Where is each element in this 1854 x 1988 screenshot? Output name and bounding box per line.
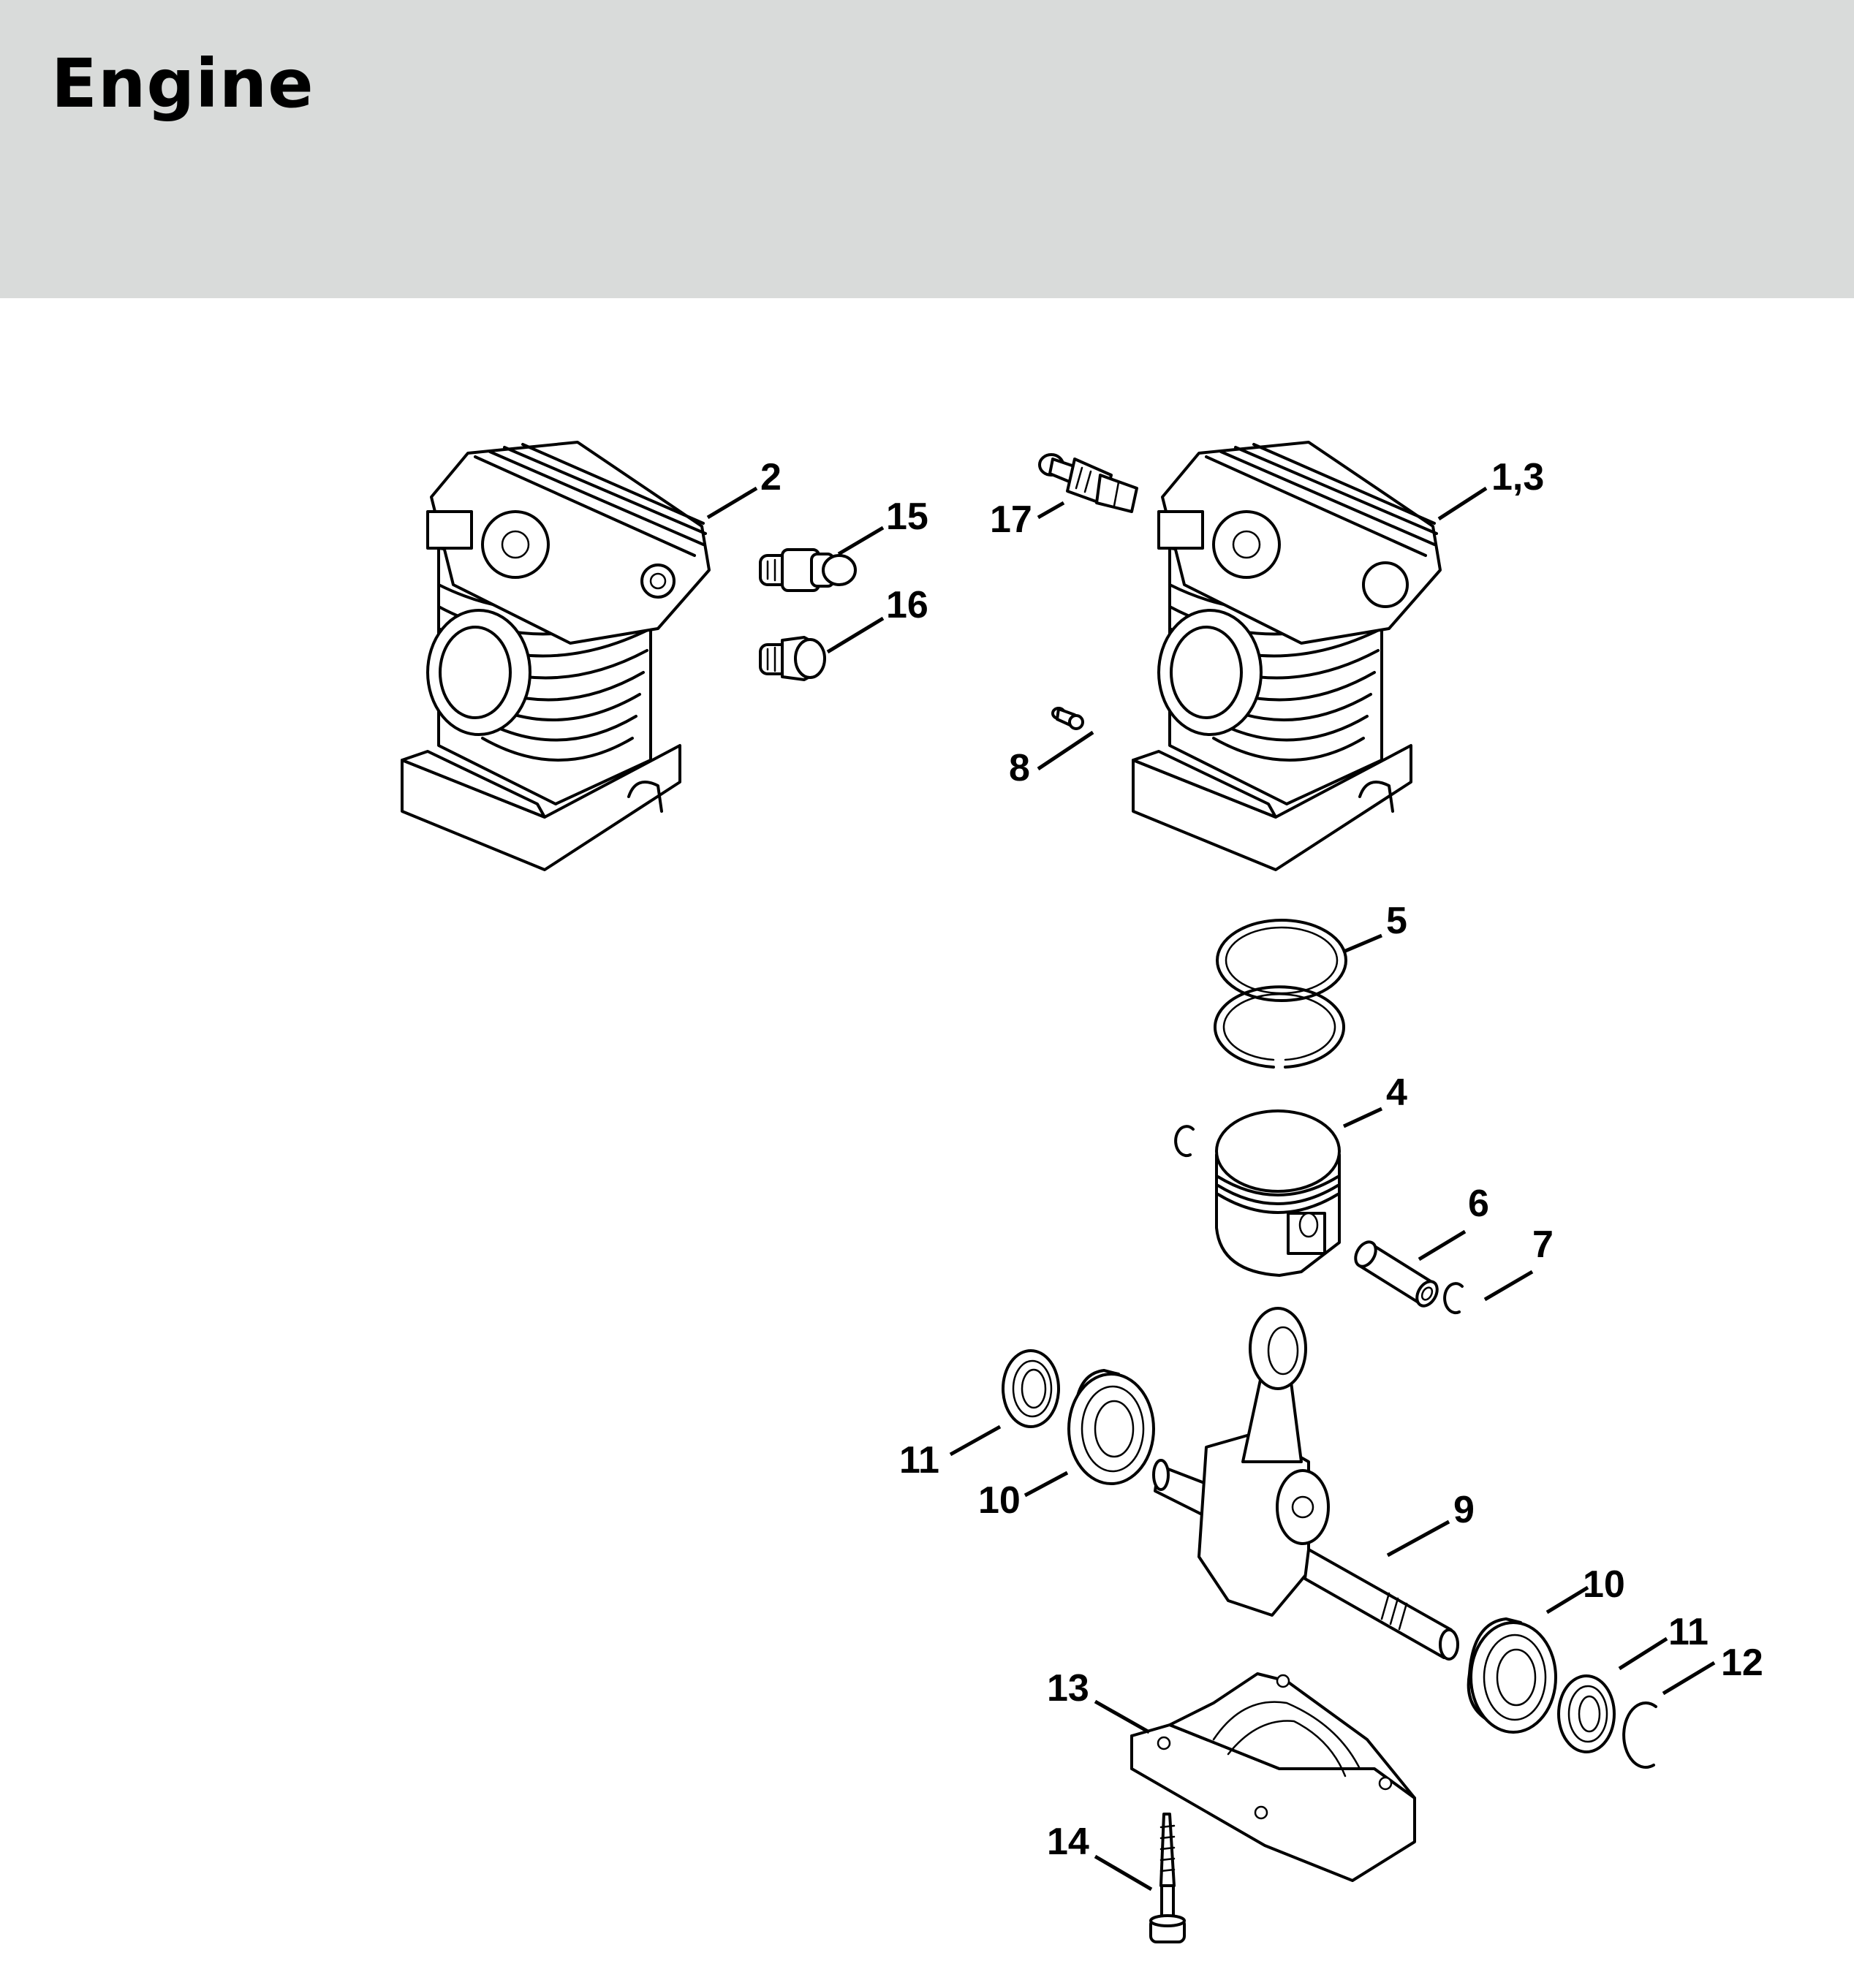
- leader-2: [706, 486, 758, 520]
- callout-16[interactable]: 16: [886, 584, 928, 626]
- callout-10a[interactable]: 10: [978, 1479, 1021, 1522]
- screw-14[interactable]: [1149, 1813, 1186, 1943]
- stud-8[interactable]: [1051, 707, 1084, 730]
- leader-11a: [949, 1424, 1002, 1457]
- decompression-valve-17[interactable]: [1038, 453, 1138, 513]
- oil-pan-13[interactable]: [1130, 1672, 1416, 1882]
- leader-5: [1343, 933, 1382, 954]
- ball-bearing-10-left[interactable]: [1067, 1369, 1155, 1485]
- leader-14: [1094, 1854, 1153, 1892]
- callout-15[interactable]: 15: [886, 496, 928, 538]
- callout-12[interactable]: 12: [1721, 1642, 1763, 1684]
- callout-9[interactable]: 9: [1453, 1489, 1475, 1531]
- crankshaft-9[interactable]: [1152, 1307, 1459, 1661]
- callout-11a[interactable]: 11: [899, 1439, 939, 1481]
- circlip-12[interactable]: [1622, 1701, 1657, 1769]
- callout-5[interactable]: 5: [1386, 900, 1407, 942]
- cylinder-left[interactable]: [401, 441, 711, 871]
- callout-17[interactable]: 17: [990, 498, 1032, 541]
- cylinder-right[interactable]: [1132, 441, 1442, 871]
- piston-pin-6[interactable]: [1352, 1238, 1442, 1309]
- page-title: Engine: [51, 45, 314, 123]
- callout-11b[interactable]: 11: [1668, 1611, 1709, 1653]
- callout-labels: 2 1,3 15 16 17 8 5 4 6 7 11 10 9 10 11 1…: [760, 456, 1763, 1863]
- leader-1-3: [1437, 486, 1488, 521]
- leader-10a: [1024, 1471, 1069, 1498]
- leader-17: [1037, 501, 1065, 520]
- callout-2[interactable]: 2: [760, 456, 782, 498]
- page-header: Engine: [0, 0, 1854, 298]
- callout-6[interactable]: 6: [1468, 1183, 1489, 1225]
- leader-4: [1342, 1107, 1383, 1128]
- callout-1-3[interactable]: 1,3: [1491, 456, 1544, 498]
- callout-7[interactable]: 7: [1532, 1223, 1554, 1266]
- callout-8[interactable]: 8: [1009, 747, 1030, 789]
- leader-8: [1037, 730, 1094, 771]
- leader-10b: [1545, 1585, 1589, 1615]
- plug-16[interactable]: [759, 636, 826, 681]
- callout-4[interactable]: 4: [1386, 1071, 1407, 1114]
- piston-4[interactable]: [1215, 1109, 1341, 1277]
- leader-13: [1094, 1699, 1151, 1734]
- piston-rings-5[interactable]: [1214, 919, 1347, 1069]
- leader-12: [1662, 1661, 1716, 1696]
- ball-bearing-10-right[interactable]: [1467, 1617, 1557, 1734]
- callout-10b[interactable]: 10: [1583, 1563, 1625, 1606]
- callout-13[interactable]: 13: [1047, 1667, 1089, 1710]
- decompression-valve-15[interactable]: [759, 548, 857, 592]
- callout-14[interactable]: 14: [1047, 1821, 1089, 1863]
- oil-seal-11-left[interactable]: [1002, 1349, 1060, 1428]
- leader-15: [837, 526, 885, 556]
- snap-ring-left[interactable]: [1174, 1125, 1195, 1158]
- leader-lines: [706, 486, 1716, 1892]
- snap-ring-7[interactable]: [1443, 1282, 1464, 1315]
- oil-seal-11-right[interactable]: [1557, 1674, 1616, 1753]
- leader-11b: [1618, 1636, 1668, 1671]
- leader-7: [1483, 1270, 1534, 1302]
- leader-6: [1418, 1229, 1467, 1262]
- leader-16: [826, 616, 885, 654]
- leader-9: [1386, 1520, 1450, 1558]
